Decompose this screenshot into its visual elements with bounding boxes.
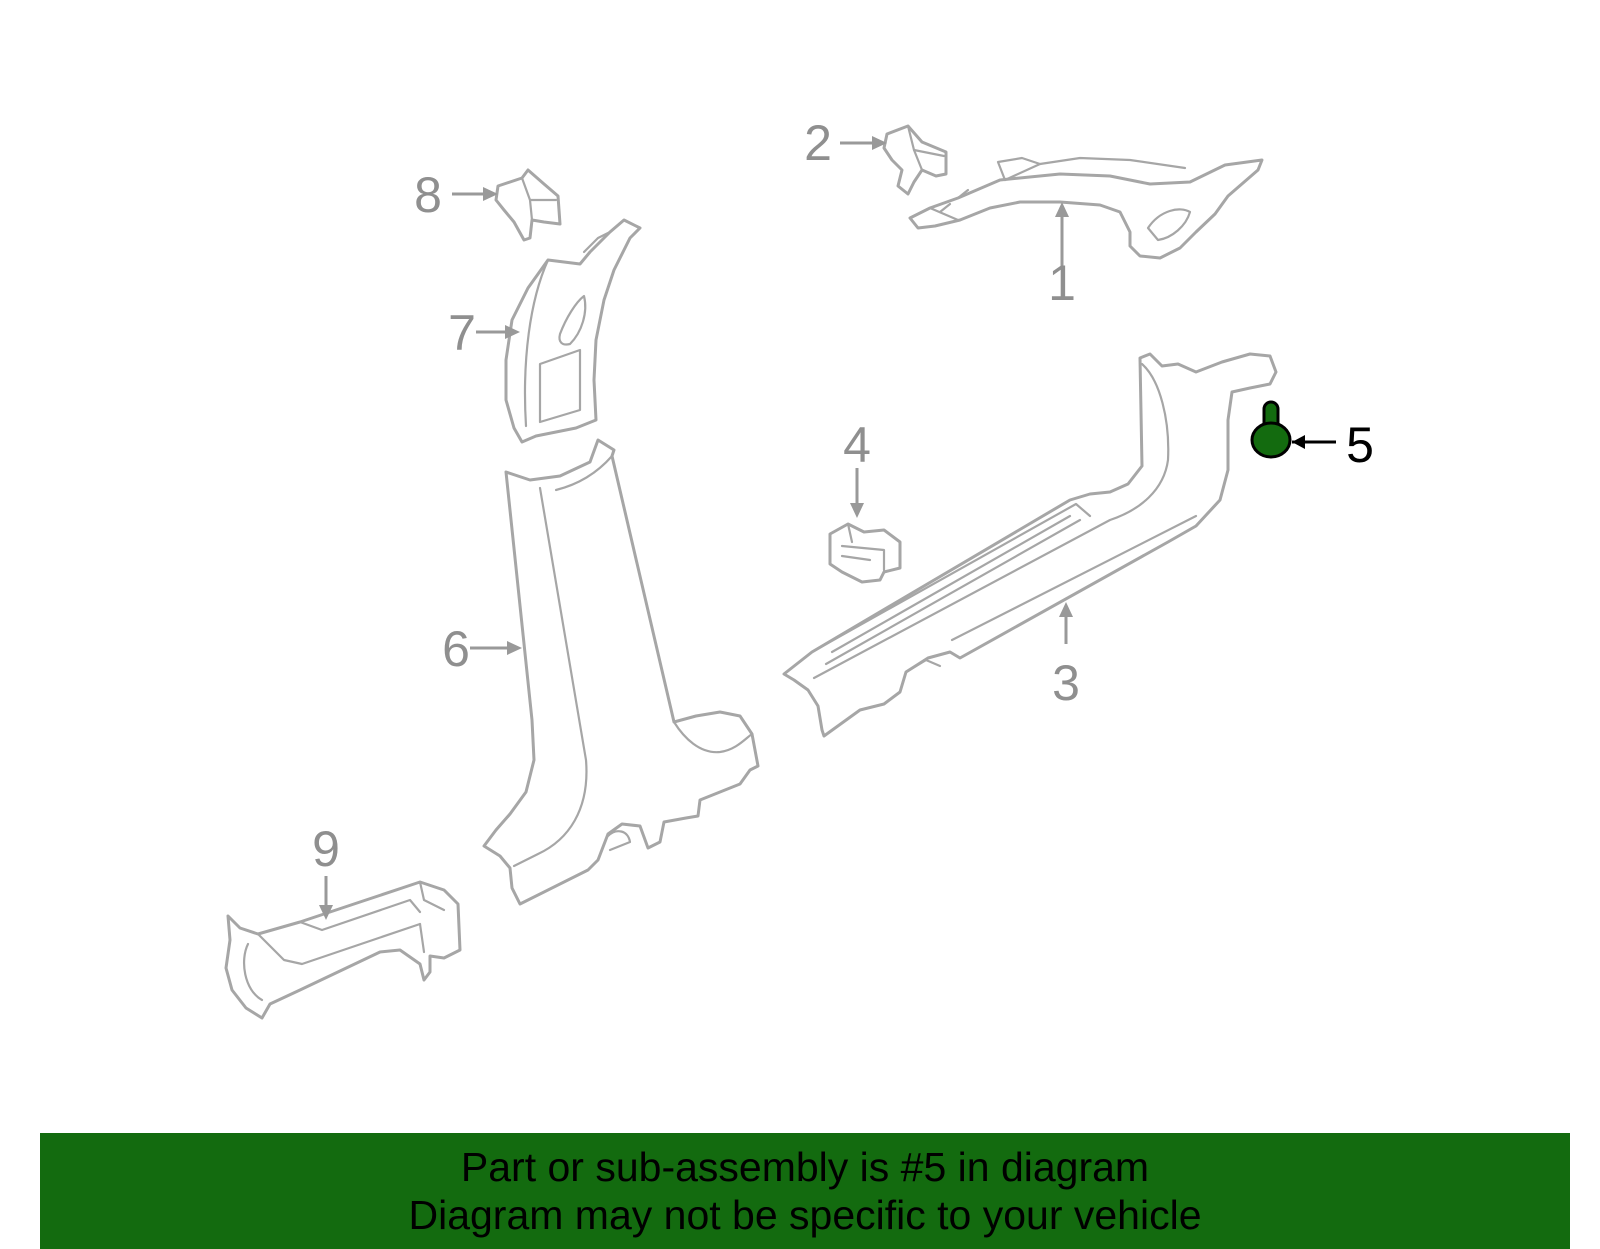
callout-7-number: 7 (448, 305, 476, 361)
part-5-fastener (1250, 400, 1292, 459)
part-8-clip (494, 168, 562, 242)
callout-2-number: 2 (804, 115, 832, 171)
callout-3: 3 (1052, 602, 1080, 711)
part-6-lower-pillar (482, 438, 760, 906)
callout-8: 8 (414, 167, 498, 223)
callout-7: 7 (448, 305, 520, 361)
callout-4: 4 (843, 417, 871, 518)
part-3-sill-plate (782, 352, 1278, 738)
banner-line-1: Part or sub-assembly is #5 in diagram (460, 1144, 1150, 1190)
part-2-clip (882, 124, 948, 196)
part-7-upper-pillar (504, 218, 642, 444)
callout-4-number: 4 (843, 417, 871, 473)
callout-1-number: 1 (1048, 255, 1076, 311)
callout-1: 1 (1048, 202, 1076, 311)
part-4-clip (828, 522, 902, 584)
part-1-trim (908, 156, 1264, 260)
callout-6-number: 6 (442, 621, 470, 677)
callout-3-number: 3 (1052, 655, 1080, 711)
info-banner: Part or sub-assembly is #5 in diagram Di… (40, 1133, 1570, 1249)
callout-5: 5 (1292, 417, 1374, 473)
callout-9-number: 9 (312, 821, 340, 877)
callout-8-number: 8 (414, 167, 442, 223)
part-9-kick-panel (224, 880, 462, 1020)
banner-line-2: Diagram may not be specific to your vehi… (408, 1192, 1202, 1238)
callout-5-number: 5 (1346, 417, 1374, 473)
callout-2: 2 (804, 115, 887, 171)
callout-6: 6 (442, 621, 522, 677)
callout-9: 9 (312, 821, 340, 920)
